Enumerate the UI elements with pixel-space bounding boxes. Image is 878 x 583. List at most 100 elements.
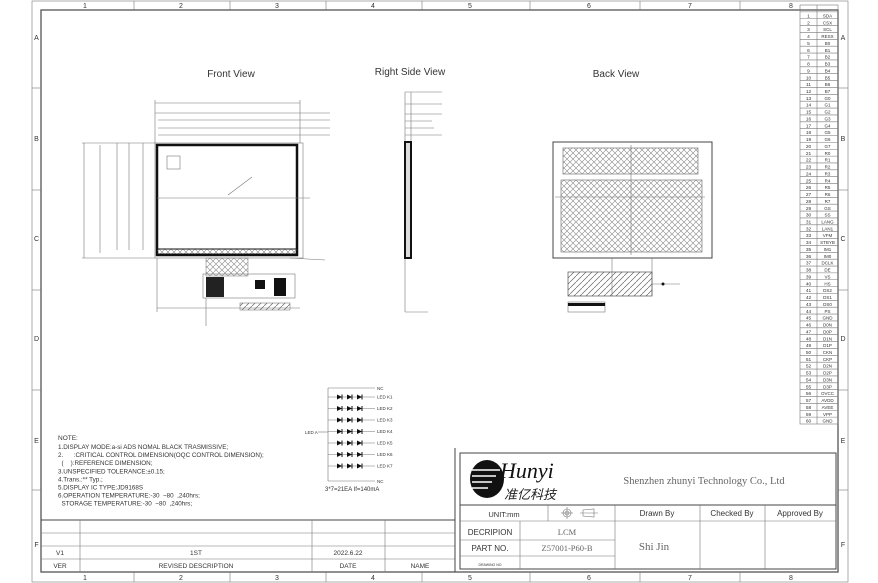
zone-column-top: 1 <box>83 3 87 10</box>
approved-by-label: Approved By <box>777 509 823 518</box>
pin-number: 10 <box>806 75 812 81</box>
pin-name: R0 <box>825 151 831 156</box>
logo-text: Hunyi <box>499 458 554 483</box>
front-view-title: Front View <box>207 69 255 80</box>
led-string: LED K2 <box>328 406 393 411</box>
pin-name: GND <box>823 316 834 321</box>
right-side-view-title: Right Side View <box>375 67 446 78</box>
led-diode-icon <box>357 452 363 457</box>
zone-row-left: E <box>34 438 39 445</box>
pin-number: 21 <box>806 151 812 157</box>
zone-column-bottom: 6 <box>587 575 591 582</box>
led-diode-icon <box>357 463 363 469</box>
pin-number: 52 <box>806 364 812 370</box>
zone-row-left: B <box>34 136 39 143</box>
pin-number: 9 <box>807 68 810 74</box>
pin-number: 8 <box>807 62 810 68</box>
title-block: Hunyi 准亿科技 Shenzhen zhunyi Technology Co… <box>459 452 837 570</box>
led-diode-icon <box>347 406 353 411</box>
pin-number: 11 <box>806 82 811 88</box>
rev-name-header: NAME <box>411 563 430 570</box>
pin-number: 58 <box>806 405 812 411</box>
pin-number: 33 <box>806 233 812 239</box>
pin-name: DS2 <box>823 288 832 293</box>
pin-number: 34 <box>806 240 812 246</box>
rev-description: 1ST <box>190 550 202 557</box>
led-nc-top: NC <box>377 386 384 391</box>
pin-name: R3 <box>825 171 831 176</box>
pin-name: B7 <box>825 89 831 94</box>
inner-frame <box>40 9 839 573</box>
pin-name: G2 <box>824 110 831 115</box>
notes: NOTE: 1.DISPLAY MODE:a-si ADS NOMAL BLAC… <box>58 435 264 508</box>
led-cathode-label: LED K2 <box>377 406 393 411</box>
led-diode-icon <box>357 417 363 423</box>
pin-row: 21 R0 <box>800 148 838 157</box>
unit-label: UNIT:mm <box>488 510 519 519</box>
pin-number: 7 <box>807 55 810 61</box>
pin-number: 46 <box>806 323 812 329</box>
pin-number: 54 <box>806 377 812 383</box>
pin-number: 44 <box>806 309 812 315</box>
led-string: LED K7 <box>328 463 393 469</box>
zone-row-left: A <box>34 35 39 42</box>
zone-column-top: 3 <box>275 3 279 10</box>
part-no-label: PART NO. <box>472 544 509 553</box>
pin-name: VS <box>824 274 830 279</box>
pin-name: G0 <box>824 96 831 101</box>
led-string: LED K4 <box>328 429 393 434</box>
pin-name: G3 <box>824 116 831 121</box>
pin-name: OVCC <box>821 391 835 396</box>
pin-number: 43 <box>806 302 812 308</box>
pin-number: 5 <box>807 41 810 47</box>
zone-column-top: 5 <box>468 3 472 10</box>
led-string: LED K5 <box>328 440 393 446</box>
pin-row: 5 B0 <box>800 39 838 47</box>
rev-ver-header: VER <box>53 563 67 570</box>
led-diode-icon <box>337 452 343 457</box>
pin-number: 57 <box>806 398 812 404</box>
pin-name: IM0 <box>824 254 832 259</box>
pin-name: AVEE <box>822 405 834 410</box>
led-diode-icon <box>347 440 353 446</box>
pin-name: B1 <box>825 48 831 53</box>
zone-row-right: B <box>841 136 846 143</box>
front-view-drawing <box>82 100 330 326</box>
pin-number: 48 <box>806 336 812 342</box>
pin-name: DS1 <box>823 295 832 300</box>
pin-name: HS <box>824 281 830 286</box>
zone-column-bottom: 4 <box>371 575 375 582</box>
pin-name: B3 <box>825 62 831 67</box>
pin-name: CKP <box>823 357 832 362</box>
led-anode-label: LED A <box>305 430 318 435</box>
zone-row-left: C <box>34 236 39 243</box>
pin-name: B0 <box>825 41 831 46</box>
